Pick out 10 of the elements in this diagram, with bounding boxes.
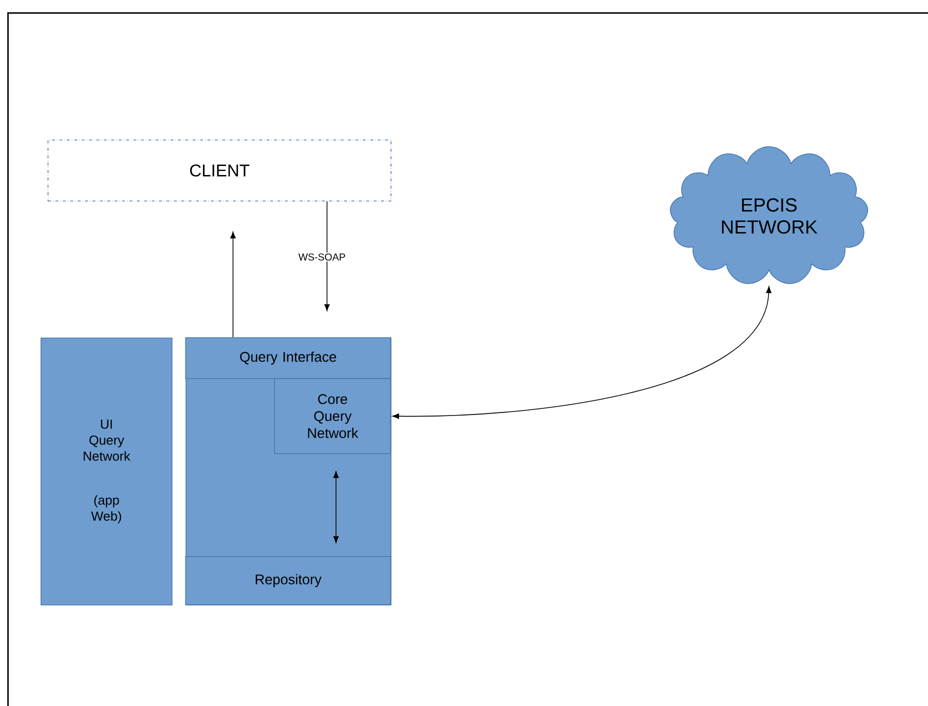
- arrow: [392, 286, 772, 419]
- network-cloud: EPCIS NETWORK: [670, 146, 868, 284]
- arrow: [324, 201, 330, 311]
- component-box: Repository: [185, 556, 391, 605]
- arrow: [230, 232, 236, 338]
- component-box: UI Query Network (app Web): [40, 338, 172, 606]
- component-box: Core Query Network: [274, 378, 391, 454]
- component-box: Query Interface: [185, 337, 391, 379]
- client-box: CLIENT: [48, 140, 392, 202]
- arrow: [333, 471, 339, 543]
